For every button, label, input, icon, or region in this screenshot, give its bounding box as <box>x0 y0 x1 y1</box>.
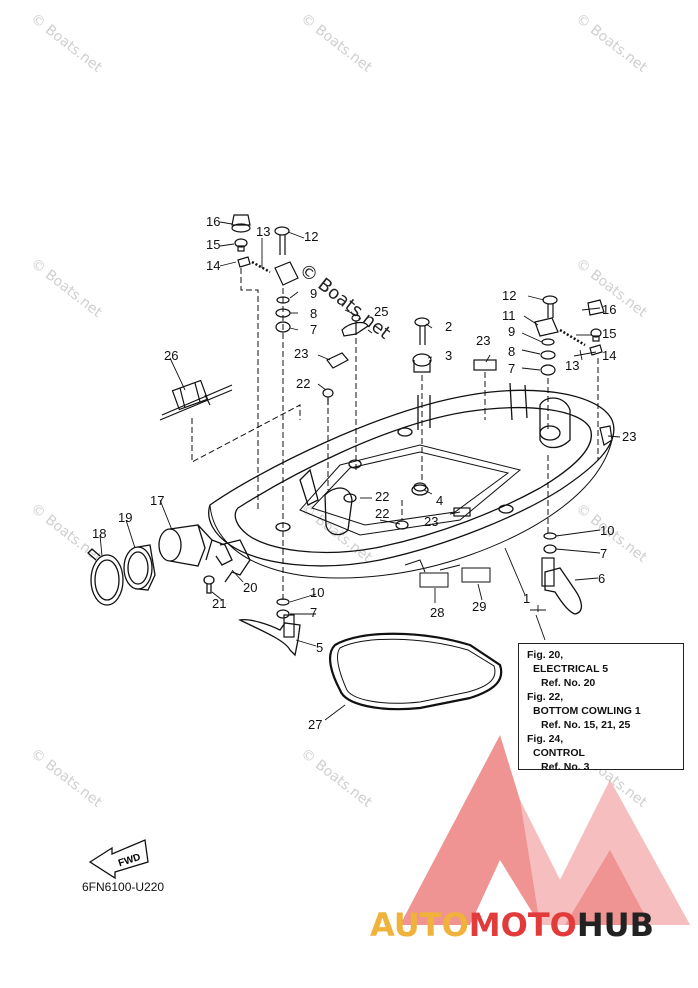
callout-label: 10 <box>600 523 614 538</box>
callout-label: 14 <box>602 348 616 363</box>
callout-label: 12 <box>304 229 318 244</box>
brand-part-auto: AUTO <box>370 906 469 944</box>
callout-label: 10 <box>310 585 324 600</box>
brand-part-moto: MOTO <box>468 906 577 944</box>
assembly-lines <box>191 268 599 600</box>
callout-label: 20 <box>243 580 257 595</box>
cable-holder <box>159 379 233 421</box>
callout-label: 12 <box>502 288 516 303</box>
watermark-text: © Boats.net <box>28 11 106 77</box>
callout-label: 6 <box>598 571 605 586</box>
callout-label: 3 <box>445 348 452 363</box>
part-code: 6FN6100-U220 <box>82 880 165 894</box>
callout-label: 8 <box>310 306 317 321</box>
brand-part-hub: HUB <box>576 906 655 944</box>
callout-label: 15 <box>602 326 616 341</box>
fwd-label: FWD <box>117 852 142 870</box>
decal-28 <box>419 572 449 588</box>
callout-label: 13 <box>565 358 579 373</box>
callout-label: 16 <box>206 214 220 229</box>
callout-label: 8 <box>508 344 515 359</box>
callout-label: 27 <box>308 717 322 732</box>
ref-line: Fig. 22, <box>527 691 564 703</box>
callout-label: 16 <box>602 302 616 317</box>
callout-label: 26 <box>164 348 178 363</box>
ref-line: Fig. 20, <box>527 649 564 661</box>
watermark-text: © Boats.net <box>298 746 376 812</box>
ref-line: Ref. No. 3 <box>541 761 590 773</box>
callout-label: 19 <box>118 510 132 525</box>
fwd-arrow: FWD <box>88 839 149 880</box>
callout-label: 9 <box>508 324 515 339</box>
callout-label: 7 <box>310 605 317 620</box>
callout-label: 7 <box>310 322 317 337</box>
clamp-grommet-group <box>87 524 251 606</box>
callout-label: 15 <box>206 237 220 252</box>
watermark-text: © Boats.net <box>573 11 651 77</box>
callout-label: 1 <box>523 591 530 606</box>
watermark-text: © Boats.net <box>298 11 376 77</box>
callout-label: 18 <box>92 526 106 541</box>
callout-label: 9 <box>310 286 317 301</box>
hardware-stack-left <box>231 214 369 405</box>
watermark-text: © Boats.net <box>298 501 376 567</box>
callout-label: 4 <box>436 493 443 508</box>
ref-line: Fig. 24, <box>527 733 564 745</box>
callout-label: 28 <box>430 605 444 620</box>
decal-29 <box>461 567 491 583</box>
brand-wordmark: AUTOMOTOHUB <box>370 906 654 944</box>
callout-label: 22 <box>375 506 389 521</box>
callout-label: 22 <box>296 376 310 391</box>
ref-line: ELECTRICAL 5 <box>533 663 609 675</box>
callout-label: 23 <box>424 514 438 529</box>
watermark-text: © Boats.net <box>28 746 106 812</box>
brand-triangle-logo <box>400 735 690 925</box>
ref-line: CONTROL <box>533 747 585 759</box>
lever-right <box>544 567 583 615</box>
callout-label: 14 <box>206 258 220 273</box>
callout-label: 5 <box>316 640 323 655</box>
callout-label: 7 <box>600 546 607 561</box>
callout-label: 23 <box>476 333 490 348</box>
callout-label: 17 <box>150 493 164 508</box>
lever-left <box>238 619 301 657</box>
bottom-cowling <box>208 382 615 579</box>
ref-line: BOTTOM COWLING 1 <box>533 705 641 717</box>
rubber-seal <box>328 632 503 711</box>
callout-label: 25 <box>374 304 388 319</box>
ref-line: Ref. No. 15, 21, 25 <box>541 719 631 731</box>
hardware-stack-right <box>276 295 613 619</box>
callout-label: 23 <box>622 429 636 444</box>
callout-label: 29 <box>472 599 486 614</box>
callout-label: 23 <box>294 346 308 361</box>
watermark-text: © Boats.net <box>28 256 106 322</box>
callout-label: 11 <box>502 308 516 323</box>
callout-label: 7 <box>508 361 515 376</box>
callout-label: 22 <box>375 489 389 504</box>
ref-line: Ref. No. 20 <box>541 677 596 689</box>
callout-labels: 1234567777889910101112121313141415151616… <box>92 214 636 732</box>
callout-label: 2 <box>445 319 452 334</box>
callout-label: 13 <box>256 224 270 239</box>
callout-label: 21 <box>212 596 226 611</box>
leader-lines <box>99 221 621 721</box>
reference-box: Fig. 20, ELECTRICAL 5 Ref. No. 20 Fig. 2… <box>518 643 684 773</box>
